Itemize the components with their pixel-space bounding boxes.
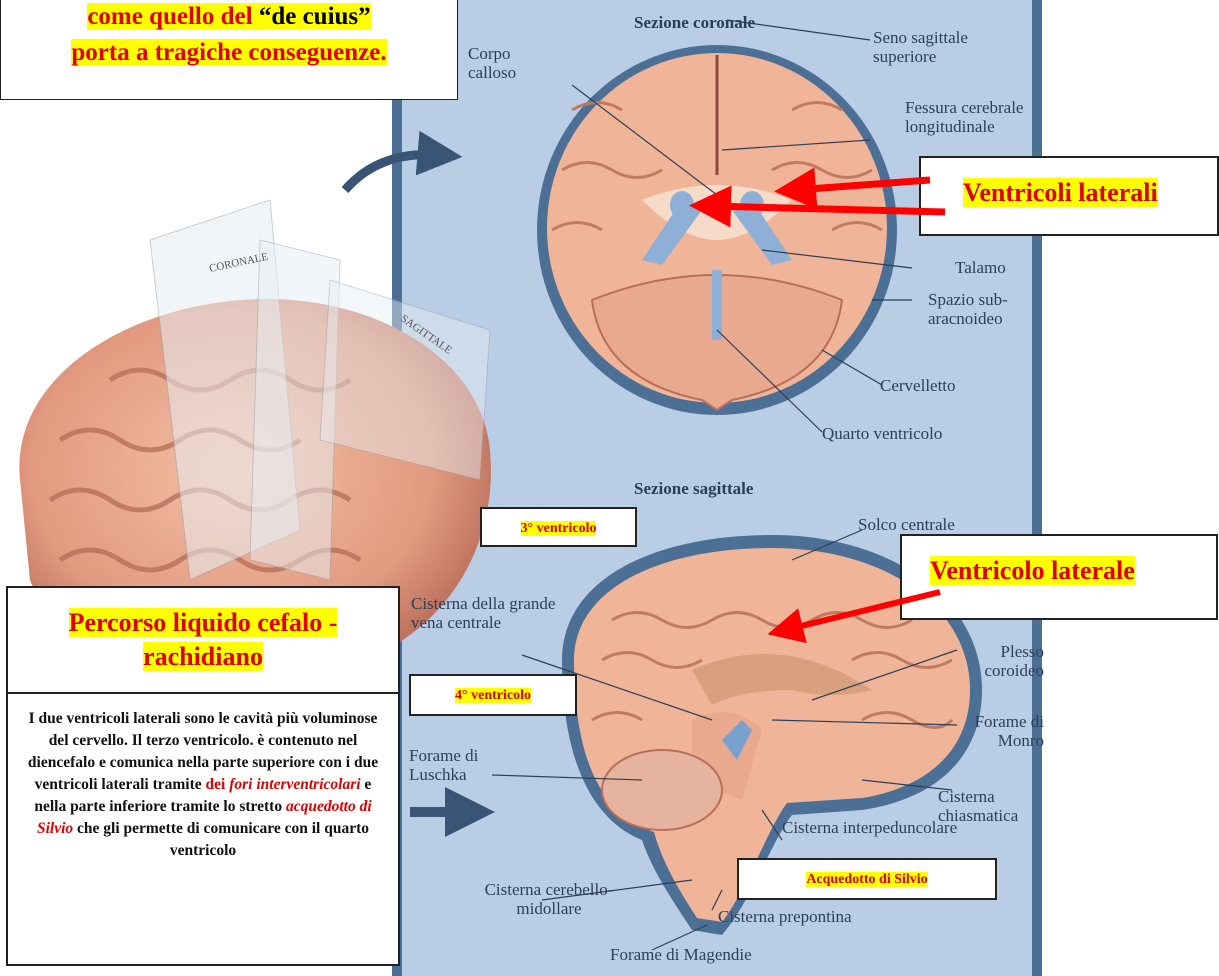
info-body-part3: che gli permette di comunicare con il qu… [73,820,369,859]
arrow-ventricolo-laterale [785,592,940,630]
arrow-ventricolo-right [795,180,930,190]
info-title-text: Percorso liquido cefalo - rachidiano [69,608,338,671]
info-body: I due ventricoli laterali sono le cavità… [8,694,398,876]
info-body-fori: fori interventricolari [229,776,360,793]
info-box: Percorso liquido cefalo - rachidiano I d… [6,586,400,966]
arrow-photo-to-coronal [345,154,440,190]
arrow-ventricolo-left [710,206,945,212]
info-body-dei: dei [206,776,230,793]
info-title: Percorso liquido cefalo - rachidiano [8,588,398,694]
